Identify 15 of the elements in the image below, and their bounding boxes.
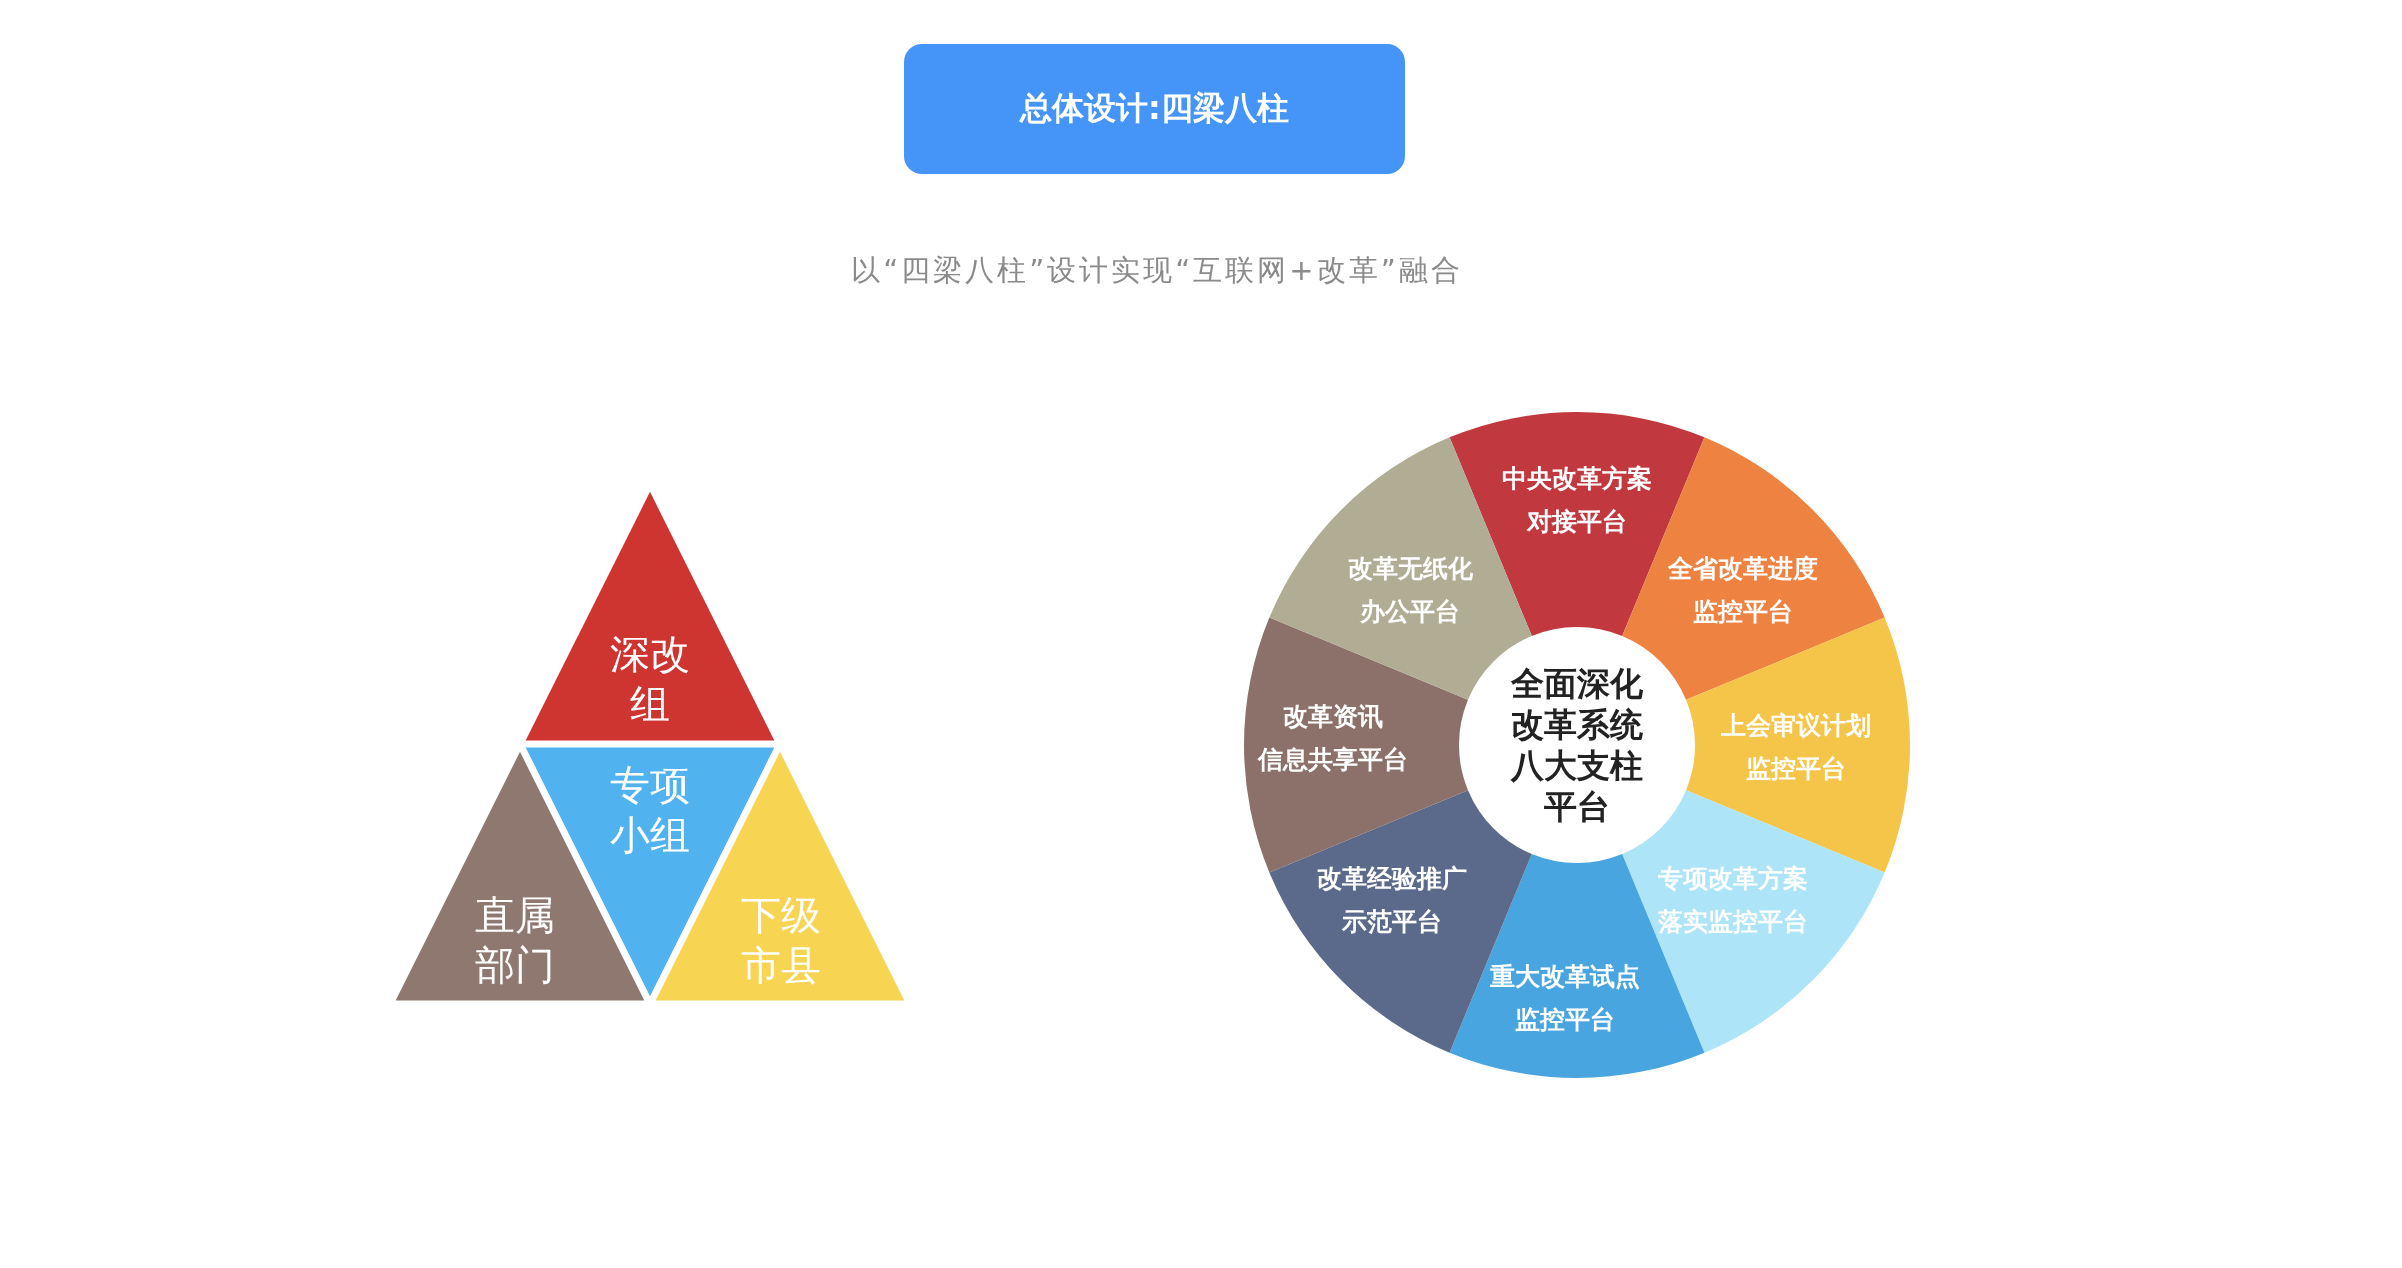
title-banner: 总体设计:四梁八柱 <box>904 44 1405 174</box>
segment-label: 上会审议计划监控平台 <box>1720 710 1872 785</box>
triangle-label: 直属部门 <box>474 891 556 990</box>
triangle-label: 下级市县 <box>740 891 822 990</box>
triangle-label: 专项小组 <box>609 761 691 860</box>
subtitle: 以“四梁八柱”设计实现“互联网+改革”融合 <box>851 252 1463 289</box>
center-label: 全面深化改革系统八大支柱平台 <box>1509 663 1644 827</box>
segment-label: 改革经验推广示范平台 <box>1316 863 1468 938</box>
segment-label: 改革资讯信息共享平台 <box>1258 701 1408 776</box>
segment-label: 专项改革方案落实监控平台 <box>1657 863 1809 938</box>
triangle-label: 深改组 <box>609 630 691 729</box>
segment-label: 重大改革试点监控平台 <box>1489 961 1641 1036</box>
segment-label: 中央改革方案对接平台 <box>1501 463 1653 538</box>
segment-label: 改革无纸化办公平台 <box>1346 553 1474 628</box>
segment-label: 全省改革进度监控平台 <box>1667 553 1819 628</box>
